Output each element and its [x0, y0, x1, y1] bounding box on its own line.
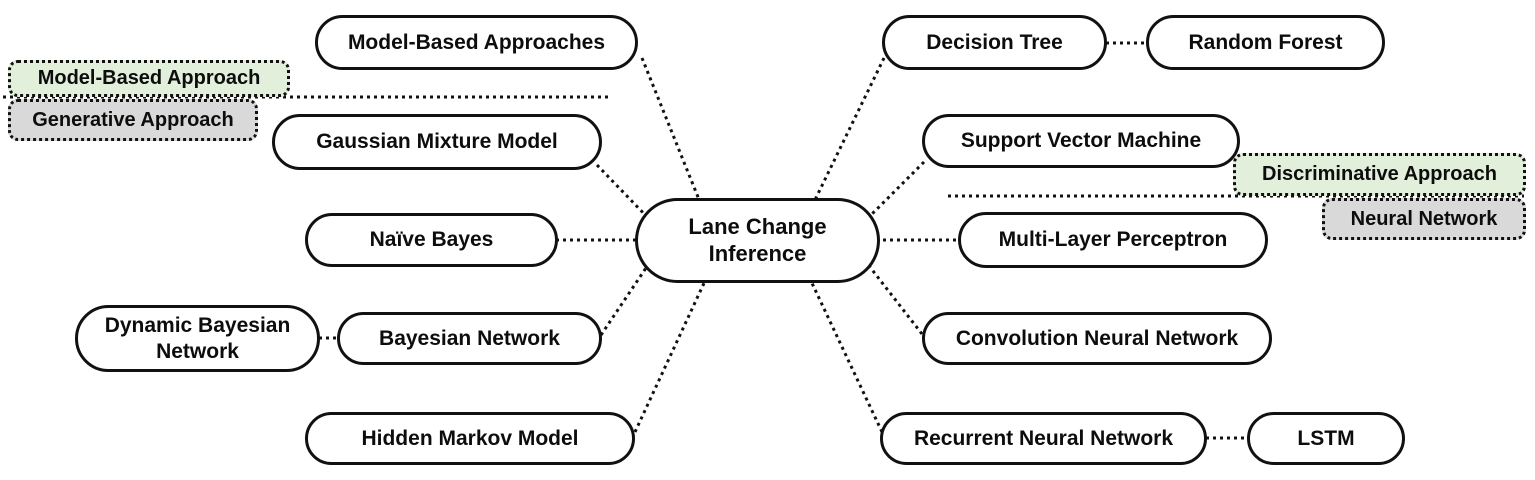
tag-model-based-approach: Model-Based Approach — [8, 60, 290, 97]
connector-center-to-bayesian-network — [599, 261, 652, 336]
tag-label: Discriminative Approach — [1262, 163, 1497, 185]
node-dynamic-bayesian-network: Dynamic Bayesian Network — [75, 305, 320, 372]
connector-center-to-recurrent-neural-network — [809, 280, 884, 433]
node-label: Multi-Layer Perceptron — [998, 228, 1228, 252]
tag-label: Neural Network — [1350, 207, 1498, 230]
node-label: Convolution Neural Network — [955, 326, 1239, 350]
tag-neural-network: Neural Network — [1322, 198, 1526, 240]
node-label: Model-Based Approaches — [347, 30, 606, 54]
node-random-forest: Random Forest — [1146, 15, 1385, 70]
node-label: Bayesian Network — [379, 326, 560, 350]
node-hidden-markov-model: Hidden Markov Model — [305, 412, 635, 465]
node-convolution-neural-network: Convolution Neural Network — [922, 312, 1272, 365]
connector-center-to-convolution-neural-network — [864, 261, 924, 335]
node-label: Support Vector Machine — [960, 129, 1202, 153]
node-label: Decision Tree — [926, 30, 1063, 54]
tag-label: Model-Based Approach — [37, 67, 261, 89]
node-lane-change-inference: Lane Change Inference — [635, 198, 880, 283]
tag-discriminative-approach: Discriminative Approach — [1233, 153, 1526, 196]
node-gaussian-mixture-model: Gaussian Mixture Model — [272, 114, 602, 170]
node-label: Recurrent Neural Network — [913, 426, 1174, 450]
node-naive-bayes: Naïve Bayes — [305, 213, 558, 267]
node-lstm: LSTM — [1247, 412, 1405, 465]
node-label: Naïve Bayes — [369, 228, 494, 252]
connector-center-to-decision-tree — [812, 57, 886, 203]
connector-center-to-support-vector-machine — [862, 160, 926, 224]
tag-label: Generative Approach — [32, 108, 234, 131]
connector-center-to-model-based-approaches — [640, 57, 702, 203]
connector-center-to-hidden-markov-model — [633, 280, 707, 433]
node-label: Hidden Markov Model — [361, 426, 579, 450]
node-support-vector-machine: Support Vector Machine — [922, 114, 1240, 168]
node-decision-tree: Decision Tree — [882, 15, 1107, 70]
tag-generative-approach: Generative Approach — [8, 99, 258, 141]
node-label: Random Forest — [1188, 30, 1343, 54]
node-label: Gaussian Mixture Model — [316, 130, 558, 154]
node-model-based-approaches: Model-Based Approaches — [315, 15, 638, 70]
node-bayesian-network: Bayesian Network — [337, 312, 602, 365]
node-label: Dynamic Bayesian Network — [104, 313, 291, 363]
node-label: Lane Change Inference — [688, 213, 827, 266]
node-multi-layer-perceptron: Multi-Layer Perceptron — [958, 212, 1268, 268]
node-recurrent-neural-network: Recurrent Neural Network — [880, 412, 1207, 465]
node-label: LSTM — [1297, 426, 1355, 450]
